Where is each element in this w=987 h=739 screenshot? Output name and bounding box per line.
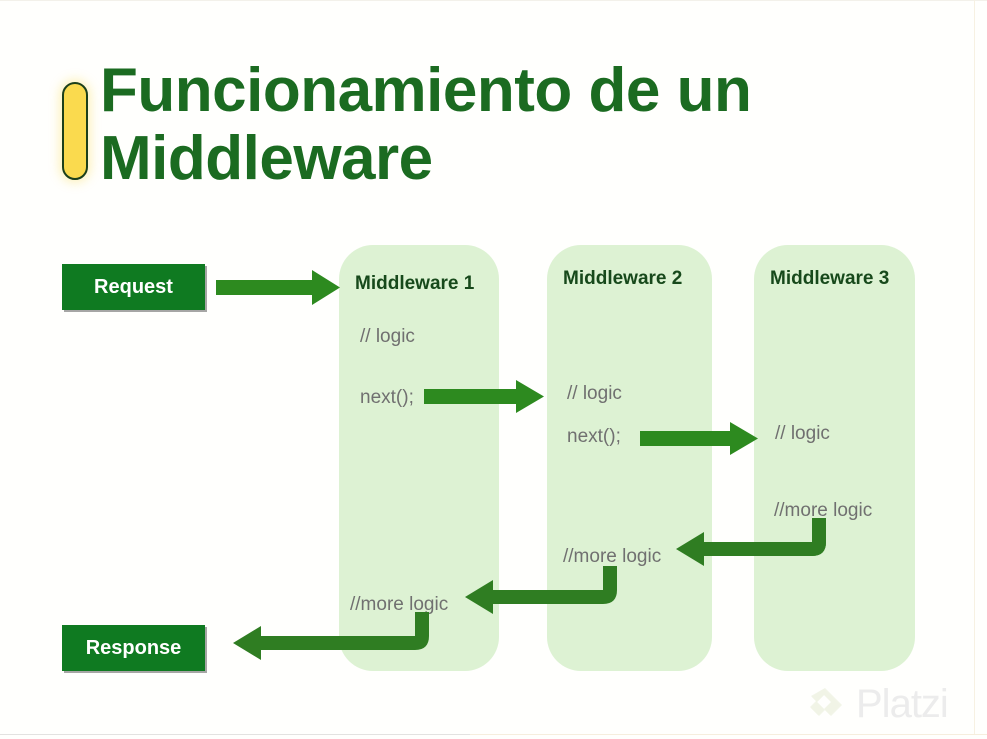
arrow-middleware-3-return-to-middleware-2 bbox=[676, 518, 826, 566]
frame-top-line bbox=[0, 0, 987, 1]
platzi-watermark: Platzi bbox=[806, 682, 949, 727]
middleware-2-logic-line: // logic bbox=[567, 383, 622, 404]
middleware-1-heading: Middleware 1 bbox=[355, 273, 475, 294]
title-accent-bar bbox=[62, 82, 88, 180]
middleware-3-more-logic-line: //more logic bbox=[774, 500, 873, 521]
arrow-middleware-1-to-middleware-2 bbox=[424, 380, 544, 413]
page-title-line-1: Funcionamiento de un bbox=[100, 56, 752, 125]
response-label-box: Response bbox=[62, 625, 205, 671]
platzi-diamond-icon bbox=[810, 687, 842, 716]
frame-bottom-accent-line bbox=[470, 734, 987, 735]
middleware-2-heading: Middleware 2 bbox=[563, 268, 683, 289]
middleware-2-more-logic-line: //more logic bbox=[563, 546, 662, 567]
frame-right-line bbox=[974, 0, 975, 734]
middleware-2-next-line: next(); bbox=[567, 426, 621, 447]
arrow-middleware-2-to-middleware-3 bbox=[640, 422, 758, 455]
middleware-1-next-line: next(); bbox=[360, 387, 414, 408]
platzi-wordmark: Platzi bbox=[856, 682, 949, 726]
middleware-1-more-logic-line: //more logic bbox=[350, 594, 449, 615]
arrow-middleware-1-return-to-response bbox=[233, 612, 429, 660]
middleware-1-logic-line: // logic bbox=[360, 326, 415, 347]
arrow-middleware-2-return-to-middleware-1 bbox=[465, 566, 617, 614]
middleware-3-heading: Middleware 3 bbox=[770, 268, 890, 289]
page-title: Funcionamiento de un Middleware bbox=[100, 57, 800, 193]
request-label-box: Request bbox=[62, 264, 205, 310]
middleware-3-logic-line: // logic bbox=[775, 423, 830, 444]
middleware-card-3 bbox=[754, 245, 915, 671]
page-title-line-2: Middleware bbox=[100, 124, 433, 193]
arrow-request-to-middleware-1 bbox=[216, 270, 340, 305]
